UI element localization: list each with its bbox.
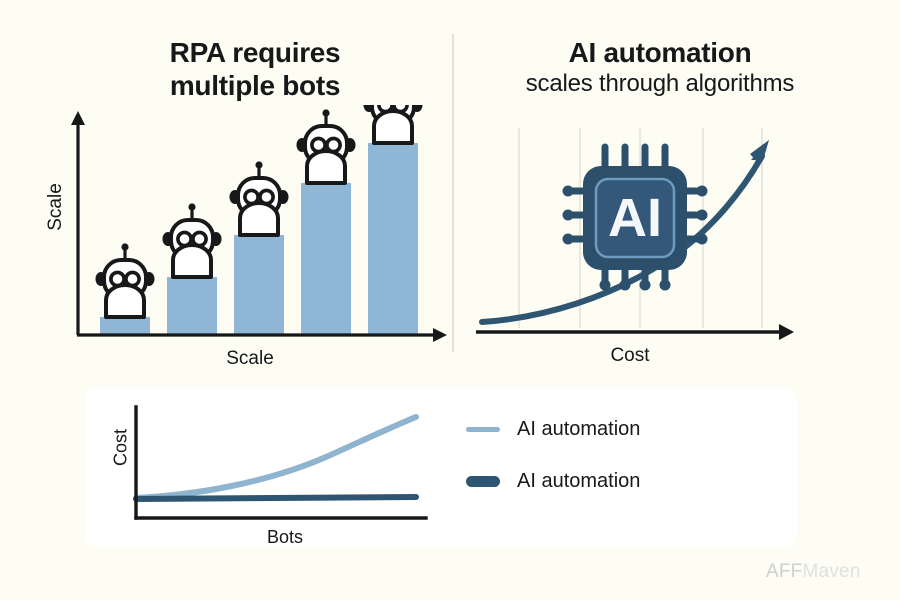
bar-4 [301, 183, 351, 335]
bot-icon-1 [93, 241, 157, 319]
bar-5 [368, 143, 418, 335]
y-axis [71, 111, 85, 335]
bot-icon-4 [294, 107, 358, 185]
inset-series-dark [133, 494, 419, 502]
inset-chart-y-axis-label: Cost [110, 429, 131, 467]
right-panel-title-line2: scales through algorithms [525, 70, 795, 98]
bar-1 [100, 317, 150, 335]
inset-series-light [133, 414, 419, 501]
watermark: AFFMaven [766, 561, 861, 583]
chip-label: AI [608, 188, 662, 248]
inset-chart-x-axis-label: Bots [266, 527, 304, 547]
watermark-part-light: Maven [802, 561, 861, 582]
chip-core [594, 177, 676, 259]
right-panel-title-line1: AI automation [568, 37, 752, 68]
bot-icon-3 [227, 159, 291, 237]
legend-swatch-light-line-icon [466, 427, 500, 432]
inset-axes [134, 405, 428, 520]
legend-item-0: AI automation [466, 418, 640, 441]
right-chart-x-axis-label: Cost [610, 345, 650, 366]
watermark-part-bold: AFF [766, 561, 803, 582]
legend-label-1: AI automation [517, 470, 641, 492]
chip-pin-dots [562, 185, 708, 291]
ai-chip-icon: AI [562, 143, 708, 291]
legend-item-1: AI automation [466, 470, 640, 493]
right-panel-title: AI automation scales through algorithms [470, 36, 850, 98]
ai-growth-chart [476, 128, 794, 340]
bar-3 [234, 235, 284, 335]
cost-vs-bots-inset-chart [133, 405, 428, 520]
bot-icon-5 [361, 105, 425, 145]
x-axis [77, 328, 447, 342]
left-panel-title: RPA requires multiple bots [90, 36, 420, 102]
panel-divider [452, 34, 454, 352]
bottom-card [85, 387, 797, 547]
left-chart-x-axis-label: Scale [226, 348, 274, 369]
legend-label-0: AI automation [517, 418, 641, 440]
bar-group [100, 143, 418, 335]
legend-swatch-dark-line-icon [466, 476, 500, 487]
rpa-bar-chart [71, 105, 447, 342]
left-panel-title-line1: RPA requires [169, 37, 341, 68]
bot-icon-2 [160, 201, 224, 279]
left-panel-title-line2: multiple bots [169, 70, 341, 102]
bar-2 [167, 277, 217, 335]
left-chart-y-axis-label: Scale [45, 183, 66, 231]
x-axis [476, 324, 794, 340]
